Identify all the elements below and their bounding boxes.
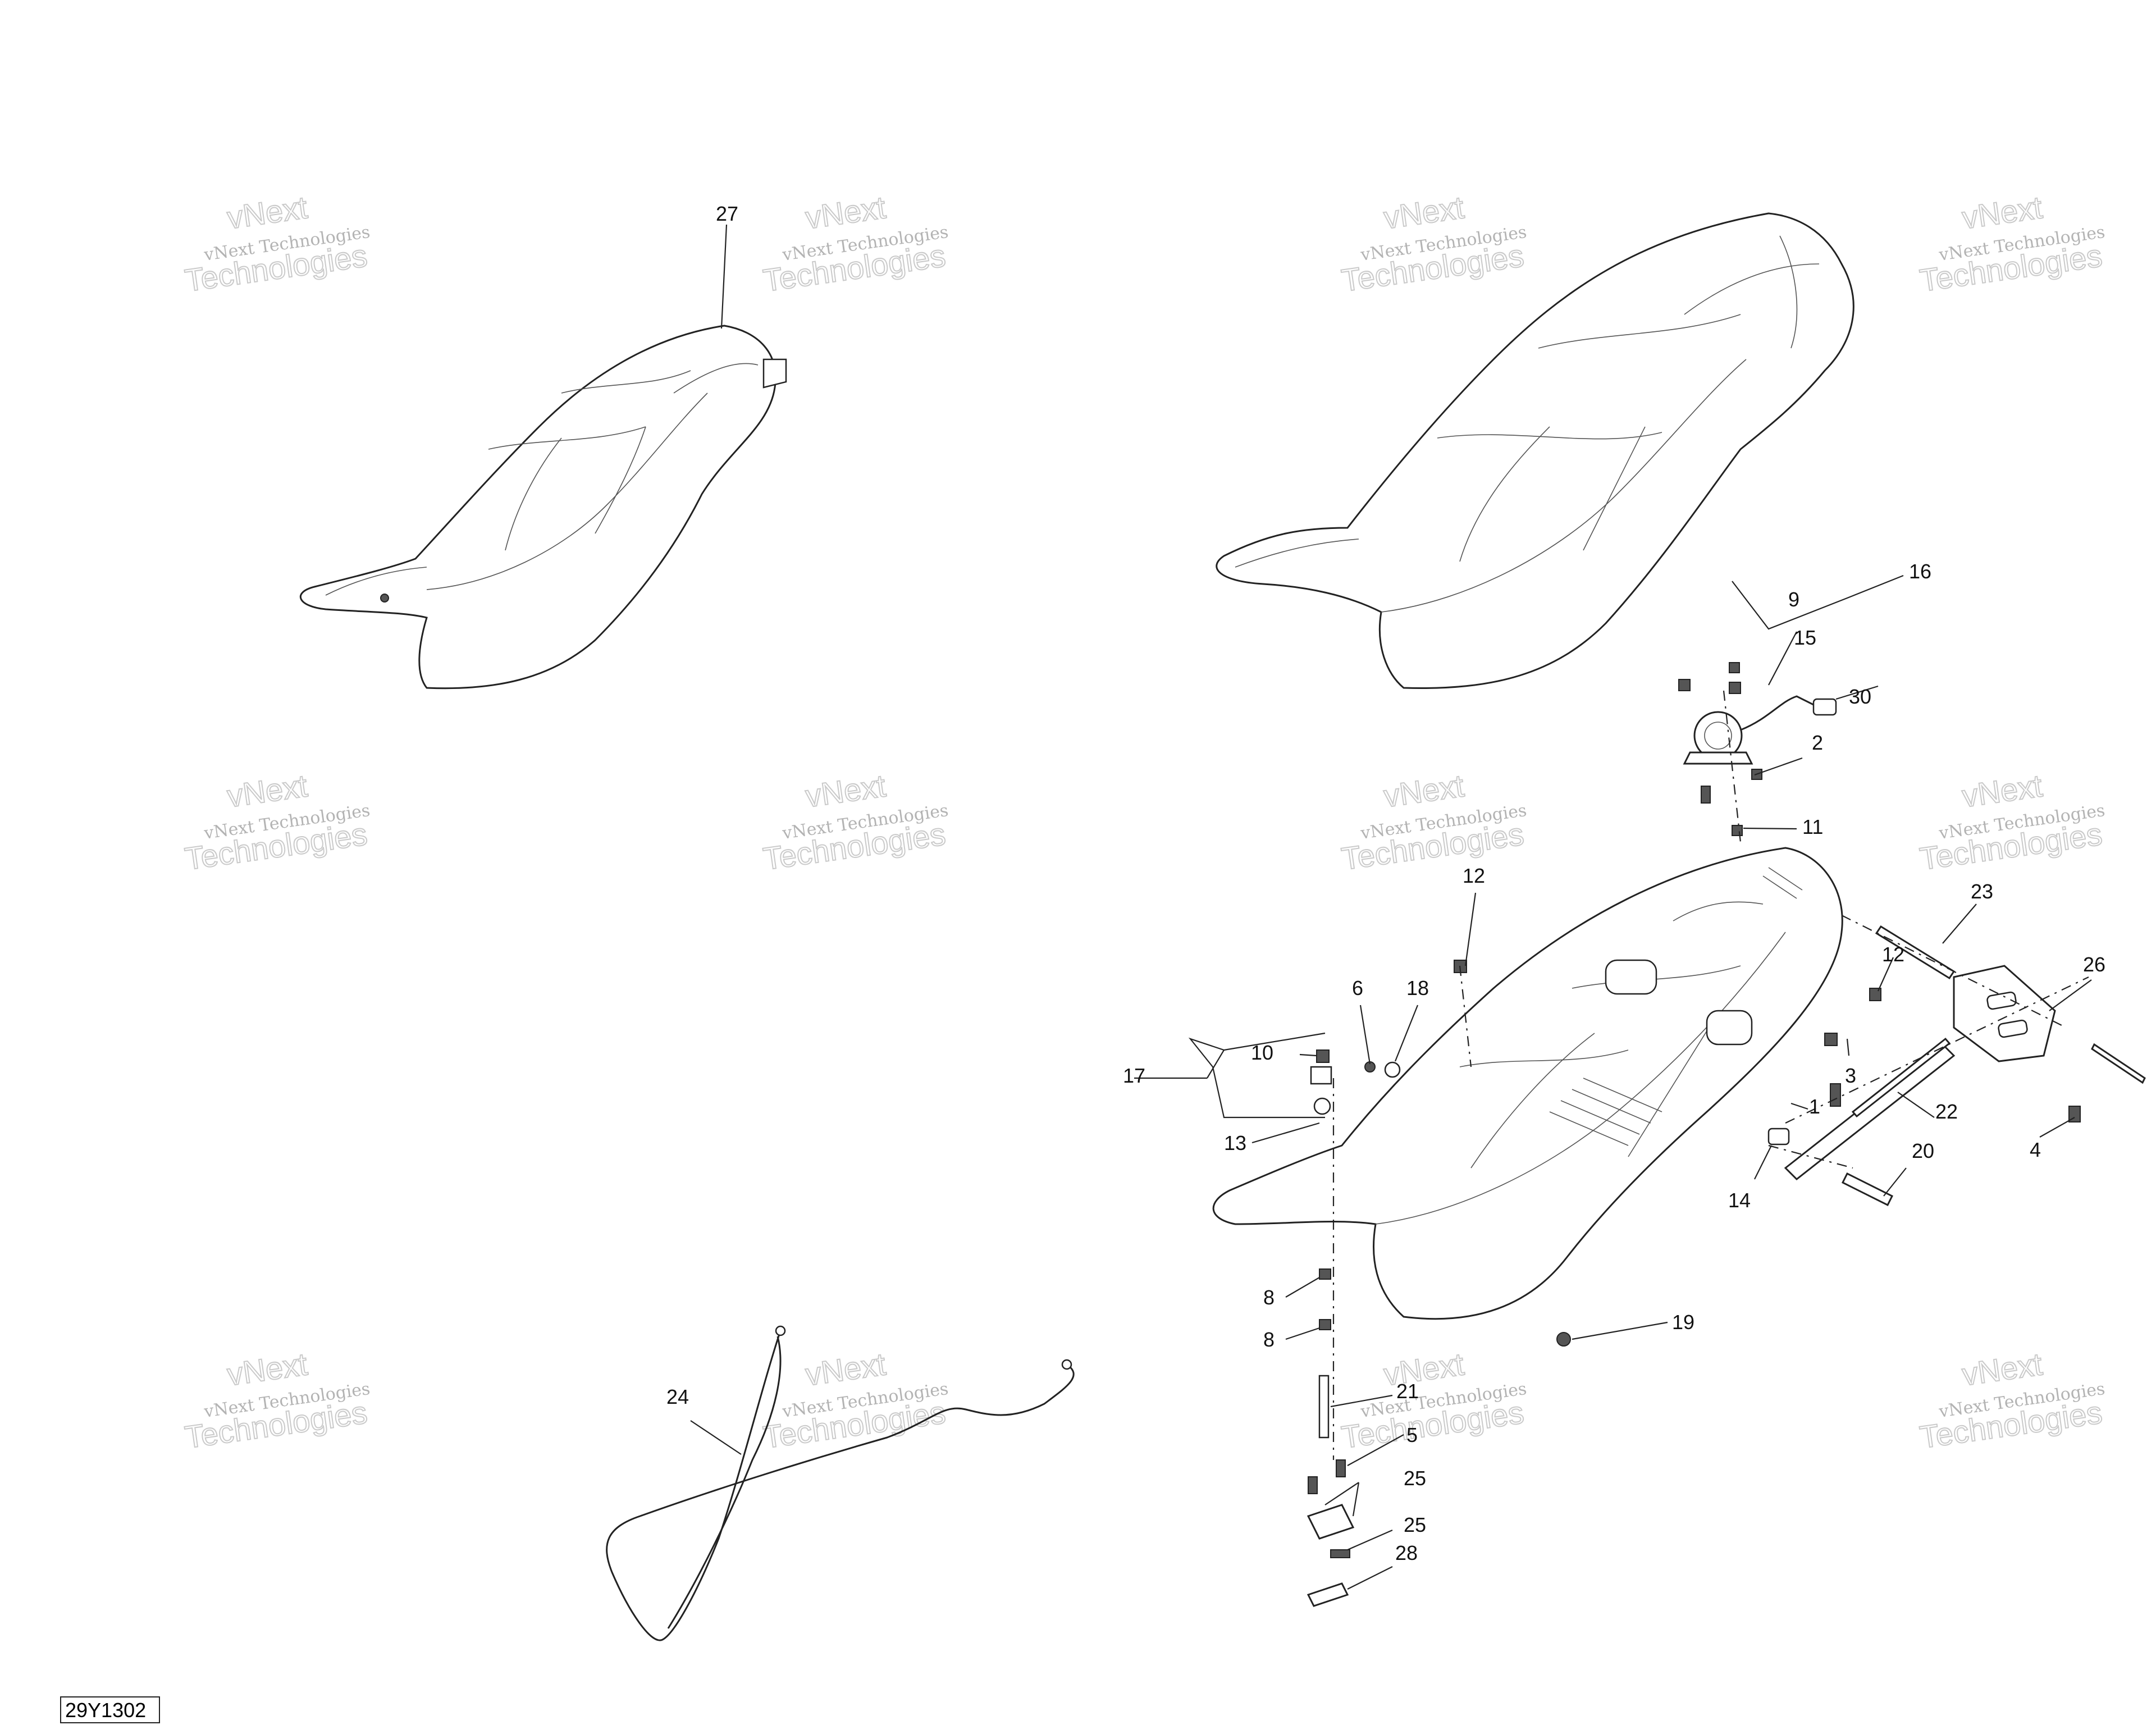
watermark-vnext: vNext [803, 768, 888, 814]
callout-23: 23 [1971, 880, 1993, 903]
callout-1: 1 [1809, 1095, 1820, 1118]
callout-28: 28 [1395, 1541, 1418, 1564]
callout-4: 4 [2030, 1138, 2041, 1161]
seat-large [1216, 212, 1854, 689]
cable-assembly [606, 1325, 1075, 1641]
seat-small [300, 325, 787, 690]
callout-22: 22 [1935, 1100, 1958, 1123]
callout-labels: 27 16 9 15 30 2 11 12 23 12 26 6 18 10 1… [666, 202, 2105, 1564]
callout-9: 9 [1788, 588, 1799, 611]
watermark-vnext: vNext [1960, 768, 2045, 814]
callout-19: 19 [1672, 1311, 1694, 1334]
watermark-vnext: vNext [225, 768, 310, 814]
callout-6: 6 [1352, 976, 1363, 1000]
callout-5: 5 [1406, 1423, 1418, 1446]
callout-30: 30 [1849, 685, 1871, 708]
watermark-vnext: vNext [1382, 1346, 1467, 1392]
hardware [1307, 662, 2146, 1607]
callout-3: 3 [1845, 1064, 1856, 1087]
watermark-vnext: vNext [803, 1346, 888, 1392]
seat-base [1212, 847, 1843, 1320]
callout-12: 12 [1463, 864, 1485, 887]
callout-26: 26 [2083, 953, 2105, 976]
watermark-vnext: vNext [1960, 189, 2045, 235]
watermark-vnext: vNext [225, 189, 310, 235]
reference-code-box: 29Y1302 [60, 1696, 160, 1723]
callout-18: 18 [1406, 976, 1429, 1000]
callout-27: 27 [716, 202, 738, 225]
callout-2: 2 [1812, 731, 1823, 754]
callout-13: 13 [1224, 1131, 1246, 1154]
callout-25: 25 [1404, 1467, 1426, 1490]
callout-8: 8 [1263, 1328, 1275, 1351]
leader-lines [690, 224, 2092, 1590]
callout-25: 25 [1404, 1513, 1426, 1536]
callout-12: 12 [1882, 943, 1904, 966]
watermark-vnext: vNext [1960, 1346, 2045, 1392]
callout-11: 11 [1802, 815, 1823, 838]
watermark-vnext: vNext [225, 1346, 310, 1392]
watermark-vnext: vNext [803, 189, 888, 235]
callout-10: 10 [1251, 1041, 1273, 1064]
callout-16: 16 [1909, 560, 1931, 583]
watermark-vnext: vNext [1382, 768, 1467, 814]
callout-17: 17 [1123, 1064, 1145, 1087]
callout-14: 14 [1728, 1189, 1751, 1212]
watermark-vnext: vNext [1382, 189, 1467, 235]
callout-15: 15 [1794, 626, 1816, 649]
callout-8: 8 [1263, 1286, 1275, 1309]
callout-24: 24 [666, 1385, 689, 1408]
callout-21: 21 [1396, 1380, 1419, 1403]
callout-20: 20 [1912, 1139, 1934, 1162]
reference-code: 29Y1302 [65, 1699, 146, 1722]
